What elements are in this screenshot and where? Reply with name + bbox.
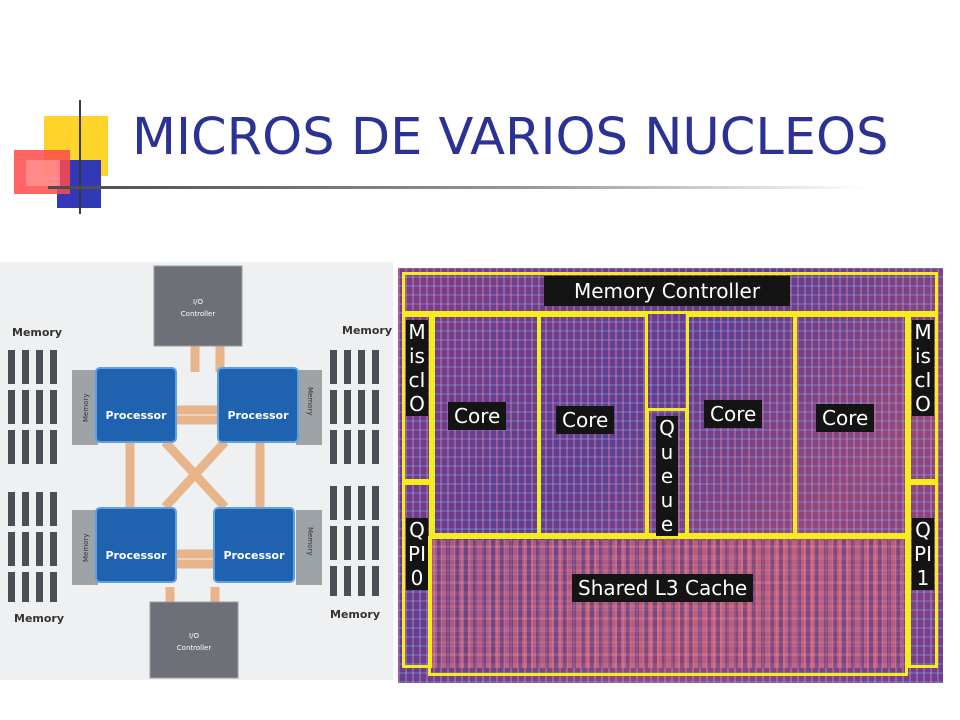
shared-l3-cache-region [428,536,908,676]
slide-title: MICROS DE VARIOS NUCLEOS [132,108,889,167]
memory-label-bottom-left: Memory [14,612,64,625]
misc-io-left-region [402,314,432,482]
queue-label: Queue [656,416,678,536]
memory-label-top-right: Memory [342,324,392,337]
memory-controller-label: Memory Controller [544,276,791,306]
io-controller-bottom-label-2: Controller [177,644,212,652]
processor-top-right: Processor [217,367,299,443]
multiprocessor-system-diagram: I/O Controller I/O Controller Memory Mem… [0,262,393,680]
memory-controller-label-br: Memory [306,527,314,555]
memory-controller-label-bl: Memory [82,534,90,562]
decorative-logo [14,100,140,214]
svg-text:Processor: Processor [223,549,285,562]
svg-text:Processor: Processor [227,409,289,422]
io-controller-top-label-2: Controller [181,310,216,318]
misc-io-right-label: MiscIO [912,320,934,416]
processor-bottom-right: Processor [213,507,295,583]
io-controller-top-label: I/O [193,298,203,306]
processor-die-diagram: Memory Controller MiscIO MiscIO QPI0 QPI… [398,268,943,683]
svg-text:Processor: Processor [105,409,167,422]
core-1-label: Core [448,402,507,430]
core-4-region [794,314,908,536]
qpi-right-region [908,482,938,668]
memory-controller-label-tr: Memory [306,387,314,415]
title-divider [48,186,868,189]
misc-io-left-label: MiscIO [406,320,428,416]
core-4-label: Core [816,404,875,432]
qpi-left-label: QPI0 [406,518,428,590]
shared-l3-cache-label: Shared L3 Cache [572,574,754,602]
memory-controller-label-tl: Memory [82,394,90,422]
qpi-right-label: QPI1 [912,518,934,590]
memory-label-top-left: Memory [12,326,62,339]
core-2-label: Core [556,406,615,434]
io-controller-bottom-label: I/O [189,632,199,640]
core-3-label: Core [704,400,763,428]
memory-label-bottom-right: Memory [330,608,380,621]
processor-bottom-left: Processor [95,507,177,583]
svg-text:Processor: Processor [105,549,167,562]
misc-io-right-region [908,314,938,482]
processor-top-left: Processor [95,367,177,443]
cache-texture [432,540,902,668]
memory-controller-region [402,272,938,314]
